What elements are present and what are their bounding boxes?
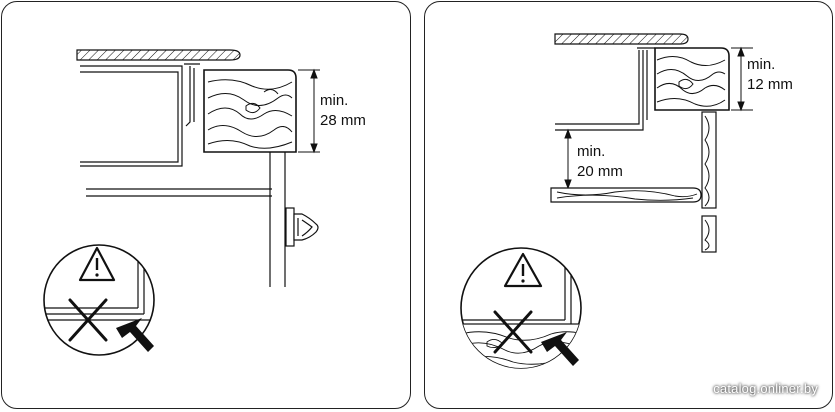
cross-icon xyxy=(493,310,533,354)
dimension-label-min: min. xyxy=(320,92,348,109)
cross-icon xyxy=(68,298,108,342)
dimension-label-value-bottom: 20 mm xyxy=(577,163,623,180)
dimension-label-min-bottom: min. xyxy=(577,143,605,160)
countertop xyxy=(76,49,241,61)
hob-body xyxy=(80,63,200,167)
arrow-icon xyxy=(116,318,154,352)
warning-triangle-icon xyxy=(503,252,543,288)
countertop xyxy=(554,33,689,45)
right-panel: min. 12 mm min. 20 mm xyxy=(424,1,833,409)
arrow-icon xyxy=(541,332,579,366)
right-installation-diagram: min. 12 mm min. 20 mm xyxy=(460,33,793,369)
dimension-label-min-top: min. xyxy=(747,56,775,73)
side-panel xyxy=(701,111,717,253)
wooden-block xyxy=(203,69,297,153)
detail-circle xyxy=(460,247,582,369)
knob xyxy=(285,207,319,247)
dimension-label-value: 28 mm xyxy=(320,112,366,129)
warning-triangle-icon xyxy=(78,246,116,282)
dimension-label-value-top: 12 mm xyxy=(747,76,793,93)
detail-circle xyxy=(43,244,155,356)
hob-body xyxy=(555,47,655,131)
dimension-12mm xyxy=(731,46,753,112)
dimension-28mm xyxy=(298,68,320,154)
left-panel: min. 28 mm xyxy=(1,1,411,409)
watermark: catalog.onliner.by xyxy=(713,381,818,396)
cabinet xyxy=(86,152,286,287)
left-installation-diagram: min. 28 mm xyxy=(43,49,366,356)
dimension-20mm xyxy=(564,128,572,190)
shelf xyxy=(550,187,702,203)
wooden-block xyxy=(654,47,730,111)
